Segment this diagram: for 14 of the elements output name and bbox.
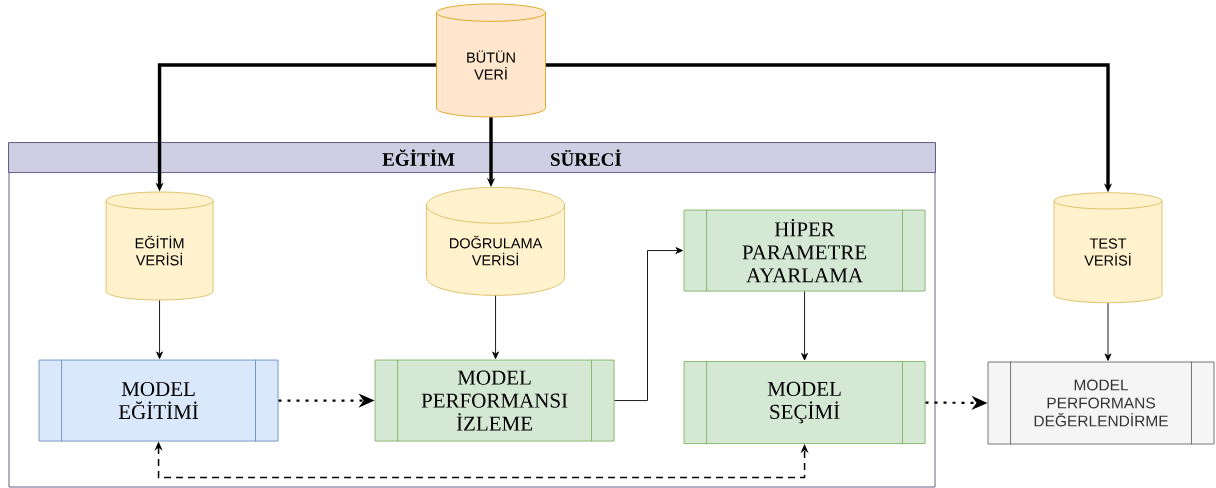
process-box: MODEL PERFORMANS DEĞERLENDİRME (987, 361, 1215, 445)
process-box: MODEL PERFORMANSI İZLEME (374, 359, 615, 442)
arrow (156, 299, 163, 359)
process-box: MODEL EĞİTİMİ (38, 359, 279, 442)
process-box: MODEL SEÇİMİ (683, 360, 926, 445)
arrow (1104, 302, 1112, 361)
arrow (801, 291, 808, 361)
arrow (614, 247, 683, 401)
arrow (492, 295, 499, 359)
database-cylinder: BÜTÜN VERİ (436, 3, 546, 118)
database-cylinder: TEST VERİSİ (1053, 192, 1163, 304)
process-box: HİPER PARAMETRE AYARLAMA (683, 209, 926, 292)
database-cylinder: EĞİTİM VERİSİ (105, 191, 214, 301)
database-cylinder: DOĞRULAMA VERİSİ (426, 187, 565, 296)
